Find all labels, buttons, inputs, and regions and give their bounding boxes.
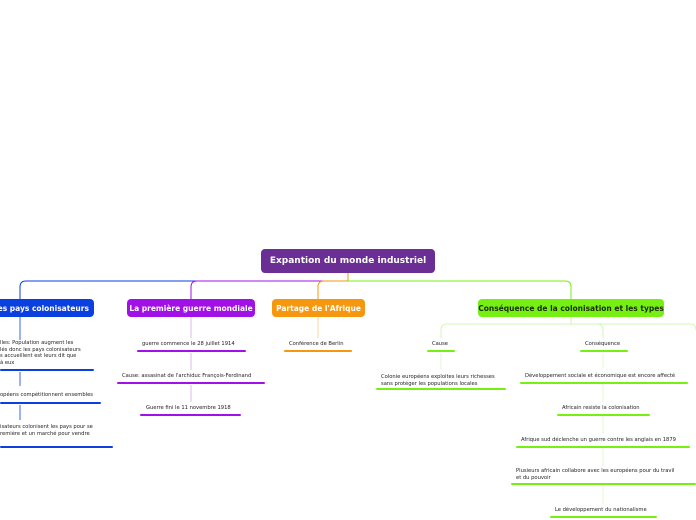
underline — [550, 516, 657, 518]
underline — [516, 446, 690, 448]
consequence-item-2[interactable]: Africain resiste la colonisation — [562, 405, 640, 411]
leaf-line: et du pouvoir — [516, 474, 551, 481]
branch-consequence[interactable]: Conséquence de la colonisation et les ty… — [478, 299, 664, 317]
underline — [117, 382, 265, 384]
guerre-item-3[interactable]: Guerre fini le 11 novembre 1918 — [146, 405, 231, 411]
leaf-line: s accueillent est leurs dit que — [0, 353, 77, 360]
leaf-line: lles: Population augment les — [0, 340, 74, 346]
underline — [520, 382, 688, 384]
underline — [0, 402, 101, 404]
consequence-item-4[interactable]: Plusieurs africain collabore avec les eu… — [516, 468, 674, 481]
branch-guerre-mondiale[interactable]: La première guerre mondiale — [127, 299, 255, 317]
guerre-item-1[interactable]: guerre commence le 28 juillet 1914 — [142, 341, 235, 347]
branch-colonisateurs[interactable]: les pays colonisateurs — [0, 299, 94, 317]
guerre-item-2[interactable]: Cause: assasinat de l'archiduc François-… — [122, 373, 252, 379]
leaf-line: sans protéger les populations locales — [381, 380, 478, 387]
consequence-item-1[interactable]: Développement sociale et économique est … — [525, 373, 676, 379]
underline — [137, 350, 246, 352]
consequence-item-3[interactable]: Afrique sud déclenche un guerre contre l… — [521, 437, 676, 443]
colonisateurs-item-3[interactable]: isateurs colonisent les pays pour se rem… — [0, 424, 93, 437]
leaf-line: lés donc les pays colonisateurs — [0, 346, 81, 353]
colonisateurs-item-2[interactable]: opéens compétitionnent ensembles — [0, 392, 93, 398]
leaf-line: remière et un marché pour vendre — [0, 430, 90, 437]
underline — [140, 414, 241, 416]
consequence-consequence[interactable]: Conséquence — [585, 341, 621, 347]
underline — [0, 446, 113, 448]
consequence-cause[interactable]: Cause — [432, 341, 448, 347]
colonisateurs-item-1[interactable]: lles: Population augment les lés donc le… — [0, 340, 81, 366]
underline — [376, 388, 506, 390]
leaf-line: Colonie européens exploites leurs riches… — [381, 374, 495, 380]
underline — [557, 414, 650, 416]
leaf-line: isateurs colonisent les pays pour se — [0, 424, 93, 430]
underline — [427, 350, 455, 352]
branch-partage-afrique[interactable]: Partage de l'Afrique — [272, 299, 365, 317]
leaf-line: Plusieurs africain collabore avec les eu… — [516, 468, 675, 474]
underline — [284, 350, 352, 352]
leaf-line: à eux — [0, 359, 15, 366]
afrique-item-1[interactable]: Conférence de Berlin — [289, 341, 344, 347]
root-node[interactable]: Expantion du monde industriel — [261, 249, 435, 273]
underline — [0, 369, 94, 371]
underline — [580, 350, 628, 352]
underline — [511, 483, 696, 485]
consequence-item-5[interactable]: Le développement du nationalisme — [555, 507, 647, 513]
cause-item-1[interactable]: Colonie européens exploites leurs riches… — [381, 374, 495, 387]
